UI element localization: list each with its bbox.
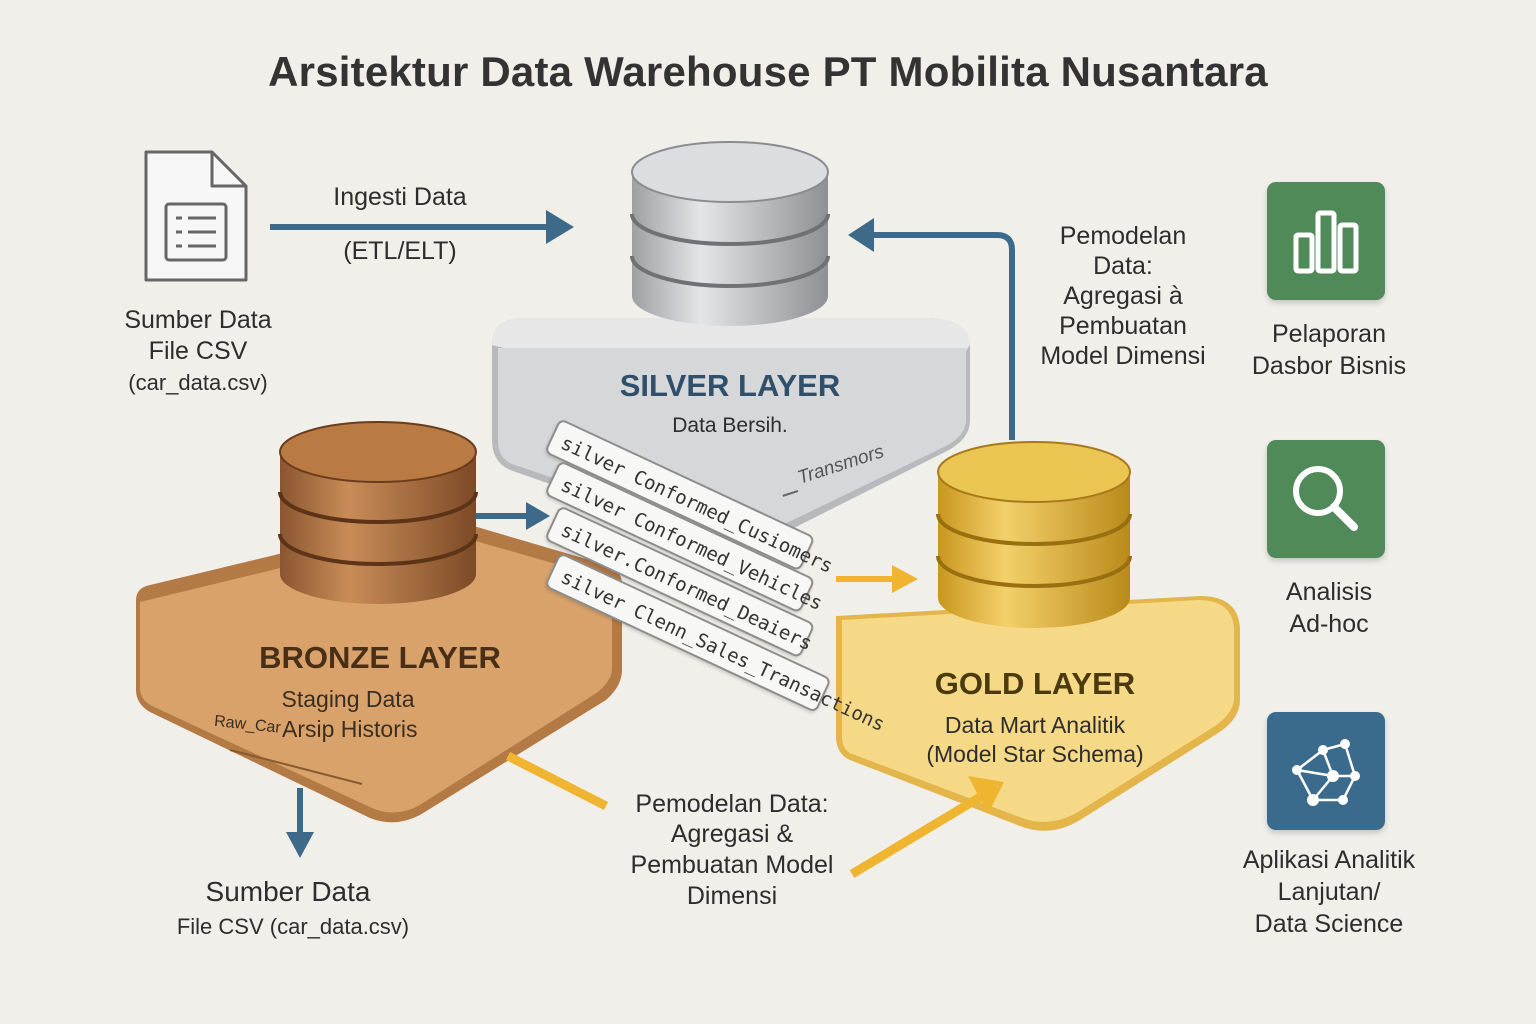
source-bottom-line2: File CSV (car_data.csv) — [176, 914, 410, 939]
modeling-right-line5: Model Dimensi — [1040, 342, 1206, 370]
bar-chart-icon — [1293, 210, 1359, 274]
silver-database-icon — [630, 141, 830, 326]
bronze-modeling-line — [505, 751, 609, 811]
app-ds-line3: Data Science — [1254, 910, 1404, 938]
app-reporting-line1: Pelaporan — [1272, 320, 1386, 348]
magnifier-icon — [1293, 466, 1358, 531]
bronze-layer-title: BRONZE LAYER — [259, 640, 501, 675]
source-top-line3: (car_data.csv) — [128, 370, 268, 395]
gold-layer-sub2: (Model Star Schema) — [926, 741, 1144, 767]
modeling-right-line2: Data: — [1093, 252, 1153, 280]
modeling-right-line1: Pemodelan — [1059, 222, 1187, 250]
app-analysis-line2: Ad-hoc — [1289, 610, 1369, 638]
bronze-platform — [136, 518, 622, 823]
app-analysis-line1: Analisis — [1285, 578, 1373, 606]
modeling-bottom-line3: Pembuatan Model — [630, 851, 834, 879]
reporting-card — [1267, 182, 1385, 300]
gold-layer-title: GOLD LAYER — [934, 666, 1136, 701]
source-top-line2: File CSV — [148, 337, 248, 365]
app-ds-line1: Aplikasi Analitik — [1242, 846, 1416, 874]
source-bottom-line1: Sumber Data — [205, 876, 371, 907]
ingest-sublabel: (ETL/ELT) — [343, 237, 457, 265]
app-reporting-line2: Dasbor Bisnis — [1251, 352, 1407, 380]
network-icon — [1292, 739, 1360, 806]
analysis-card — [1267, 440, 1385, 558]
modeling-right-line3: Agregasi à — [1063, 282, 1183, 310]
source-top-line1: Sumber Data — [124, 306, 272, 334]
datascience-card — [1267, 712, 1385, 830]
gold-layer-sub1: Data Mart Analitik — [944, 712, 1126, 738]
bronze-to-silver-arrow — [470, 502, 550, 530]
silver-layer-title: SILVER LAYER — [619, 368, 841, 403]
modeling-bottom-line2: Agregasi & — [670, 820, 794, 848]
ingest-label: Ingesti Data — [333, 183, 467, 211]
gold-database-icon — [936, 441, 1132, 628]
bronze-down-arrow — [286, 788, 314, 858]
modeling-to-gold-arrow — [849, 776, 1004, 878]
silver-layer-subtitle: Data Bersih. — [672, 414, 788, 437]
modeling-bottom-line4: Dimensi — [686, 882, 778, 910]
modeling-right-line4: Pembuatan — [1059, 312, 1187, 340]
modeling-bottom-line1: Pemodelan Data: — [635, 790, 829, 818]
gold-platform — [836, 596, 1240, 831]
gold-to-silver-arrow — [848, 218, 1015, 440]
bronze-layer-sub2: Arsip Historis — [282, 716, 418, 742]
ingest-arrow — [270, 210, 574, 244]
bronze-layer-sub1: Staging Data — [281, 686, 415, 712]
app-ds-line2: Lanjutan/ — [1277, 878, 1381, 906]
page-title: Arsitektur Data Warehouse PT Mobilita Nu… — [268, 48, 1268, 95]
silver-to-gold-arrow — [836, 565, 918, 593]
document-icon — [144, 150, 248, 282]
bronze-database-icon — [278, 421, 478, 604]
